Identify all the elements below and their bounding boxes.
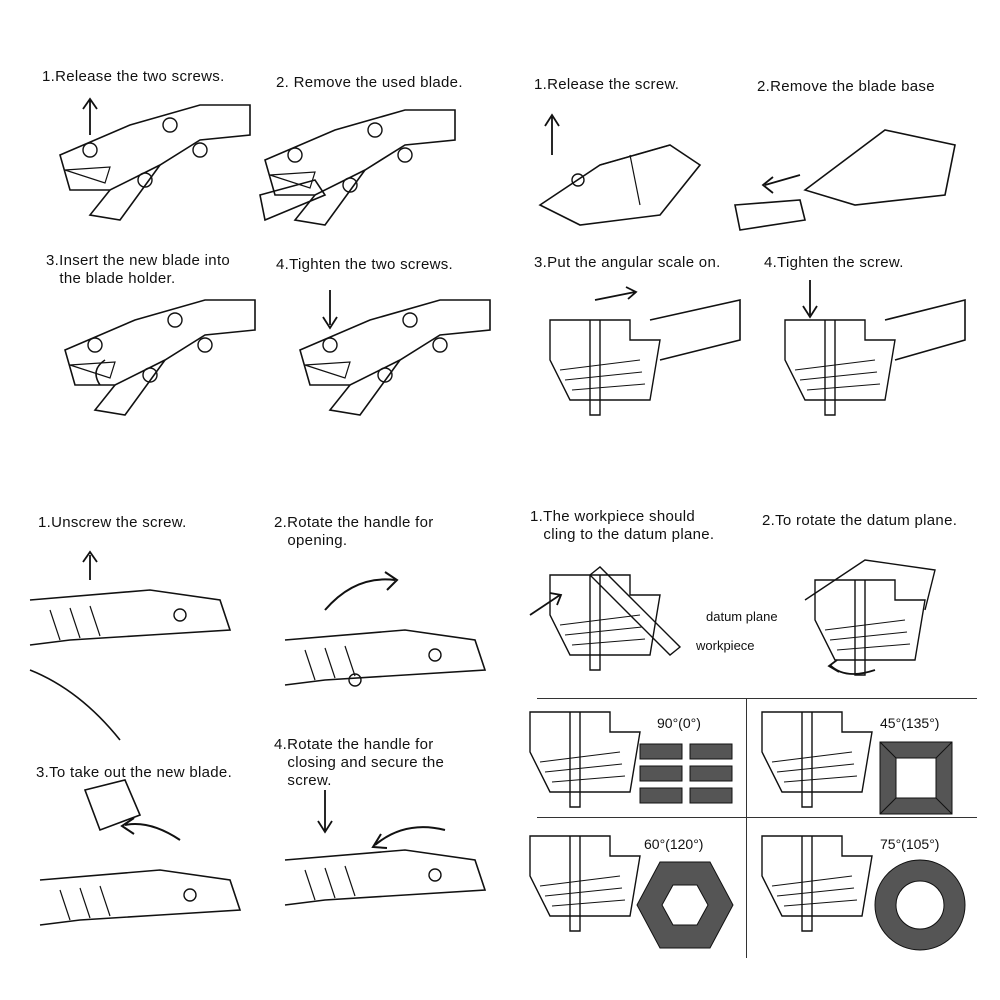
tr-step2-caption: 2.Remove the blade base xyxy=(757,78,935,95)
bl-step1-caption: 1.Unscrew the screw. xyxy=(38,514,187,531)
angle-90-label: 90°(0°) xyxy=(657,715,701,731)
scale-90-illustration xyxy=(529,711,641,808)
tl-step4-caption: 4.Tighten the two screws. xyxy=(276,256,454,273)
scale-60-illustration xyxy=(529,835,641,932)
angle-75-label: 75°(105°) xyxy=(880,836,940,852)
angle-table-top-border xyxy=(537,698,977,699)
br-step1-illustration xyxy=(530,555,700,671)
tr-step3-illustration xyxy=(549,280,760,416)
dodecagon-frame-shape xyxy=(873,858,967,952)
bl-step1-illustration xyxy=(29,540,231,740)
scale-75-illustration xyxy=(761,835,873,932)
tl-step2-caption: 2. Remove the used blade. xyxy=(276,74,463,91)
rect-workpieces-shape xyxy=(638,742,738,807)
square-frame-shape xyxy=(878,740,954,816)
angle-45-label: 45°(135°) xyxy=(880,715,940,731)
workpiece-label: workpiece xyxy=(696,638,755,653)
bl-step4-illustration xyxy=(284,790,486,906)
tl-step1-illustration xyxy=(59,95,251,221)
tl-step3-illustration xyxy=(64,299,256,416)
bl-step3-caption: 3.To take out the new blade. xyxy=(36,764,233,781)
angle-table-center-divider xyxy=(746,698,747,958)
tl-step1-caption: 1.Release the two screws. xyxy=(42,68,225,85)
bl-step2-caption: 2.Rotate the handle for opening. xyxy=(274,514,434,549)
tr-step3-caption: 3.Put the angular scale on. xyxy=(534,254,721,271)
hexagon-frame-shape xyxy=(635,860,735,950)
br-step2-illustration xyxy=(785,550,975,676)
tr-step4-illustration xyxy=(784,280,975,416)
br-step2-caption: 2.To rotate the datum plane. xyxy=(762,512,958,529)
tr-step1-illustration xyxy=(540,105,740,240)
angle-table-middle-border xyxy=(537,817,977,818)
br-step1-caption: 1.The workpiece should cling to the datu… xyxy=(530,508,715,543)
datum-plane-label: datum plane xyxy=(706,609,778,624)
tl-step2-illustration xyxy=(255,109,456,226)
scale-45-illustration xyxy=(761,711,873,808)
tl-step3-caption: 3.Insert the new blade into the blade ho… xyxy=(46,252,231,287)
bl-step4-caption: 4.Rotate the handle for closing and secu… xyxy=(274,736,445,789)
tl-step4-illustration xyxy=(299,290,491,416)
tr-step1-caption: 1.Release the screw. xyxy=(534,76,680,93)
tr-step4-caption: 4.Tighten the screw. xyxy=(764,254,904,271)
bl-step3-illustration xyxy=(39,780,241,926)
bl-step2-illustration xyxy=(284,560,486,710)
tr-step2-illustration xyxy=(725,105,965,240)
angle-60-label: 60°(120°) xyxy=(644,836,704,852)
